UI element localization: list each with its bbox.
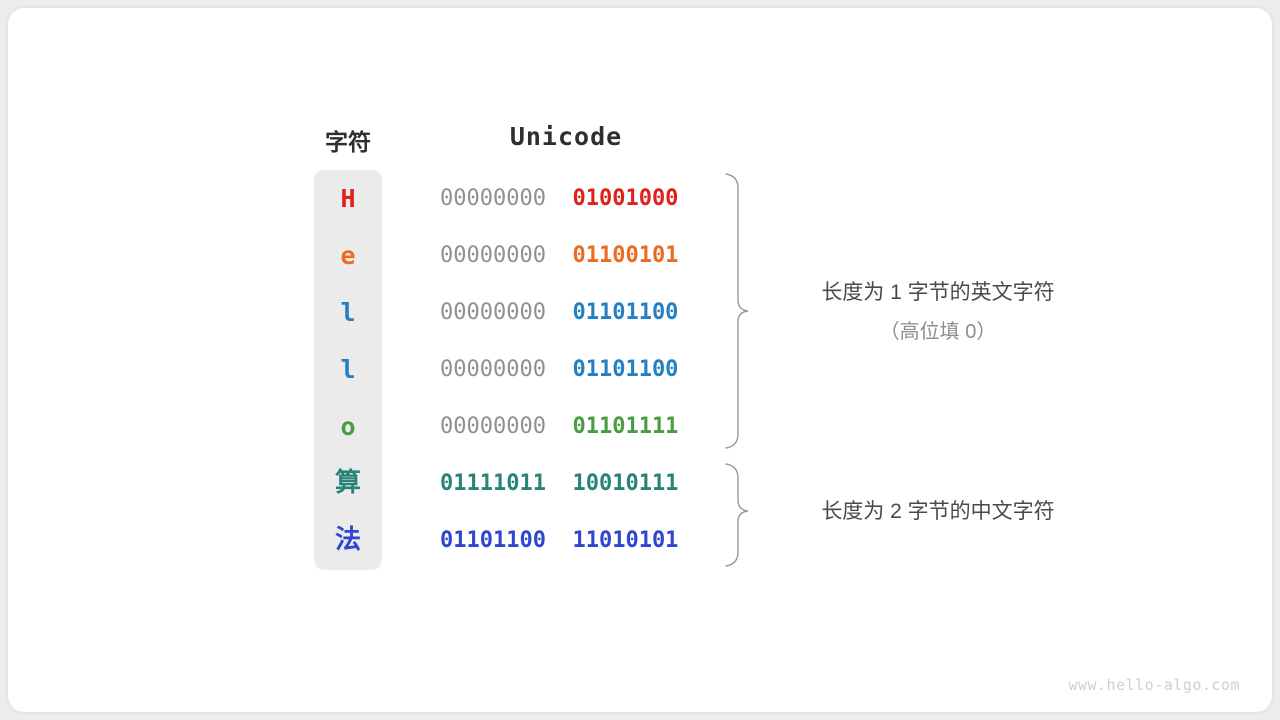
annotation-label: 长度为 2 字节的中文字符	[768, 495, 1108, 525]
byte-separator	[546, 243, 573, 268]
annotation-subtext: （高位填 0）	[879, 321, 997, 343]
byte-separator	[546, 300, 573, 325]
unicode-row: 01111011 10010111	[440, 455, 692, 512]
unicode-row: 00000000 01101100	[440, 284, 692, 341]
low-byte: 01101100	[572, 300, 679, 325]
high-byte: 00000000	[440, 243, 546, 268]
low-byte: 01101100	[572, 357, 679, 382]
character-cell: l	[340, 298, 356, 327]
high-byte: 00000000	[440, 357, 546, 382]
watermark: www.hello-algo.com	[1068, 676, 1240, 694]
low-byte: 01101111	[572, 414, 679, 439]
character-cell: 法	[334, 525, 361, 555]
unicode-row: 00000000 01100101	[440, 227, 692, 284]
annotation-text: 长度为 2 字节的中文字符	[821, 500, 1055, 523]
unicode-row: 00000000 01001000	[440, 170, 692, 227]
high-byte: 00000000	[440, 186, 546, 211]
unicode-row: 00000000 01101100	[440, 341, 692, 398]
character-cell: H	[340, 184, 356, 213]
low-byte: 01001000	[572, 186, 679, 211]
byte-separator	[546, 414, 573, 439]
character-cell: o	[340, 412, 356, 441]
high-byte: 00000000	[440, 300, 546, 325]
column-header-character: 字符	[325, 129, 371, 155]
byte-separator	[546, 186, 573, 211]
byte-separator	[546, 357, 573, 382]
low-byte: 01100101	[572, 243, 679, 268]
column-header-unicode: Unicode	[509, 122, 623, 151]
high-byte: 00000000	[440, 414, 546, 439]
high-byte: 01111011	[440, 471, 546, 496]
unicode-row: 00000000 01101111	[440, 398, 692, 455]
character-cell: e	[340, 241, 356, 270]
byte-separator	[546, 471, 573, 496]
low-byte: 10010111	[572, 471, 679, 496]
unicode-row: 01101100 11010101	[440, 512, 692, 569]
annotation-label: 长度为 1 字节的英文字符 （高位填 0）	[768, 276, 1108, 344]
byte-separator	[546, 528, 573, 553]
brace-chinese	[725, 463, 749, 567]
low-byte: 11010101	[572, 528, 679, 553]
character-cell: 算	[334, 468, 361, 498]
high-byte: 01101100	[440, 528, 546, 553]
annotation-text: 长度为 1 字节的英文字符	[821, 281, 1055, 304]
character-cell: l	[340, 355, 356, 384]
brace-english	[725, 173, 749, 449]
